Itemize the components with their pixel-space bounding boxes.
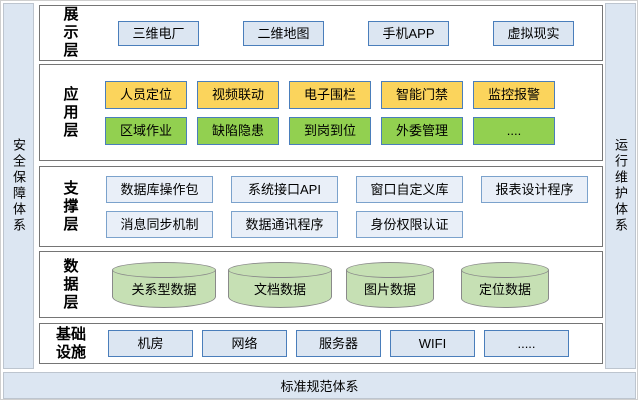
box-network: 网络 bbox=[202, 330, 287, 357]
layer-support: 支撑层 数据库操作包 系统接口API 窗口自定义库 报表设计程序 消息同步机制 … bbox=[39, 166, 603, 247]
box-monitoring-alarm: 监控报警 bbox=[473, 80, 555, 109]
cylinder-document-data: 文档数据 bbox=[228, 262, 332, 308]
layer-application: 应用层 人员定位 视频联动 电子围栏 智能门禁 监控报警 区域作业 缺陷隐患 到… bbox=[39, 64, 603, 161]
pillar-security-assurance: 安全保障体系 bbox=[3, 3, 34, 369]
box-virtual-reality: 虚拟现实 bbox=[493, 20, 574, 46]
box-electronic-fence: 电子围栏 bbox=[289, 80, 371, 109]
layer-presentation: 展示层 三维电厂 二维地图 手机APP 虚拟现实 bbox=[39, 5, 603, 61]
box-report-designer: 报表设计程序 bbox=[481, 175, 588, 203]
cylinder-top bbox=[228, 262, 332, 278]
box-application-more: .... bbox=[473, 116, 555, 145]
box-machine-room: 机房 bbox=[108, 330, 193, 357]
pillar-operation-maintenance: 运行维护体系 bbox=[605, 3, 636, 369]
box-outsourcing-management: 外委管理 bbox=[381, 116, 463, 145]
box-identity-auth: 身份权限认证 bbox=[356, 210, 463, 238]
layer-data-label: 数据层 bbox=[63, 257, 79, 311]
presentation-row: 三维电厂 二维地图 手机APP 虚拟现实 bbox=[102, 20, 602, 46]
box-mobile-app: 手机APP bbox=[368, 20, 449, 46]
cylinder-top bbox=[461, 262, 549, 278]
cylinder-top bbox=[112, 262, 216, 278]
application-row-1: 人员定位 视频联动 电子围栏 智能门禁 监控报警 bbox=[102, 80, 602, 109]
application-row-2: 区域作业 缺陷隐患 到岗到位 外委管理 .... bbox=[102, 116, 602, 145]
box-area-operations: 区域作业 bbox=[105, 116, 187, 145]
box-3d-plant: 三维电厂 bbox=[118, 20, 199, 46]
box-data-comm-program: 数据通讯程序 bbox=[231, 210, 338, 238]
layer-support-label: 支撑层 bbox=[63, 179, 79, 233]
box-system-api: 系统接口API bbox=[231, 175, 338, 203]
box-database-operation-pkg: 数据库操作包 bbox=[106, 175, 213, 203]
cylinder-relational-data: 关系型数据 bbox=[112, 262, 216, 308]
box-smart-access-control: 智能门禁 bbox=[381, 80, 463, 109]
box-personnel-positioning: 人员定位 bbox=[105, 80, 187, 109]
box-video-linkage: 视频联动 bbox=[197, 80, 279, 109]
layer-infrastructure: 基础设施 机房 网络 服务器 WIFI ..... bbox=[39, 323, 603, 364]
layer-presentation-label: 展示层 bbox=[63, 6, 79, 59]
support-row-2: 消息同步机制 数据通讯程序 身份权限认证 bbox=[102, 210, 602, 238]
data-row: 关系型数据 文档数据 图片数据 定位数据 bbox=[102, 261, 602, 308]
infrastructure-row: 机房 网络 服务器 WIFI ..... bbox=[102, 330, 602, 357]
box-wifi: WIFI bbox=[390, 330, 475, 357]
box-2d-map: 二维地图 bbox=[243, 20, 324, 46]
box-window-custom-library: 窗口自定义库 bbox=[356, 175, 463, 203]
cylinder-top bbox=[346, 262, 434, 278]
pillar-right-label: 运行维护体系 bbox=[613, 138, 628, 234]
support-row-1: 数据库操作包 系统接口API 窗口自定义库 报表设计程序 bbox=[102, 175, 602, 203]
box-server: 服务器 bbox=[296, 330, 381, 357]
box-on-duty-in-place: 到岗到位 bbox=[289, 116, 371, 145]
pillar-standards: 标准规范体系 bbox=[3, 372, 636, 399]
box-infra-more: ..... bbox=[484, 330, 569, 357]
pillar-bottom-label: 标准规范体系 bbox=[280, 379, 359, 394]
box-defect-hazard: 缺陷隐患 bbox=[197, 116, 279, 145]
cylinder-image-data: 图片数据 bbox=[346, 262, 434, 308]
layer-application-label: 应用层 bbox=[63, 85, 79, 139]
pillar-left-label: 安全保障体系 bbox=[11, 138, 26, 234]
layer-infrastructure-label: 基础设施 bbox=[55, 325, 86, 361]
layer-data: 数据层 关系型数据 文档数据 图片数据 定位数据 bbox=[39, 251, 603, 318]
box-message-sync: 消息同步机制 bbox=[106, 210, 213, 238]
cylinder-positioning-data: 定位数据 bbox=[461, 262, 549, 308]
